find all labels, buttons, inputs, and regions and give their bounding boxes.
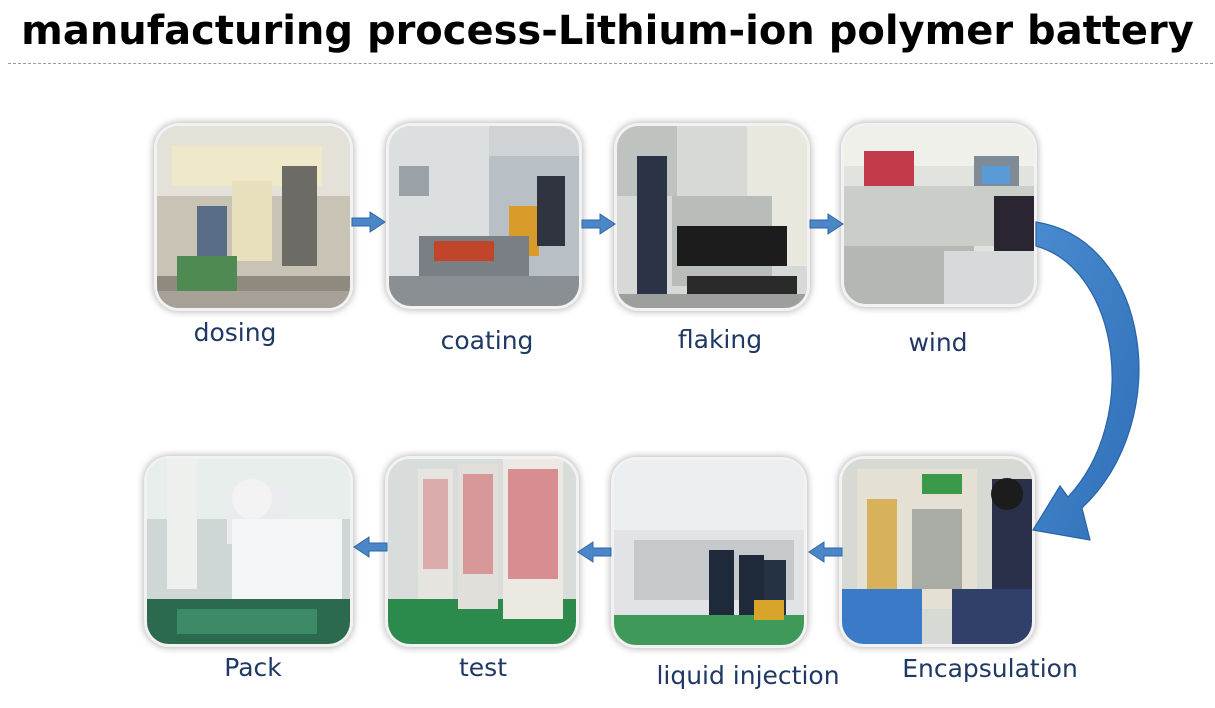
test-photo [388,459,576,644]
step-label-test: test [458,653,508,682]
page-title: manufacturing process-Lithium-ion polyme… [21,8,1194,54]
dosing-photo [157,126,350,308]
step-label-wind: wind [908,328,968,357]
flaking-photo [617,126,807,308]
arrow-right-3 [809,213,844,235]
step-label-flaking: flaking [677,325,763,354]
wind-photo [844,126,1034,304]
step-label-pack: Pack [224,653,282,682]
arrow-right-2 [581,213,616,235]
arrow-left-2 [577,541,612,563]
title-divider [8,63,1213,64]
pack-photo [147,459,350,644]
arrow-left-1 [808,541,843,563]
encapsulation-photo [842,459,1032,644]
coating-photo [389,126,579,306]
step-label-liquid-injection: liquid injection [656,661,840,690]
step-label-coating: coating [440,326,534,355]
arrow-left-3 [353,536,388,558]
step-label-dosing: dosing [193,318,277,347]
arrow-right-1 [351,211,386,233]
step-label-encapsulation: Encapsulation [902,654,1078,683]
liquid-injection-photo [614,460,804,645]
curved-arrow [1032,221,1140,541]
